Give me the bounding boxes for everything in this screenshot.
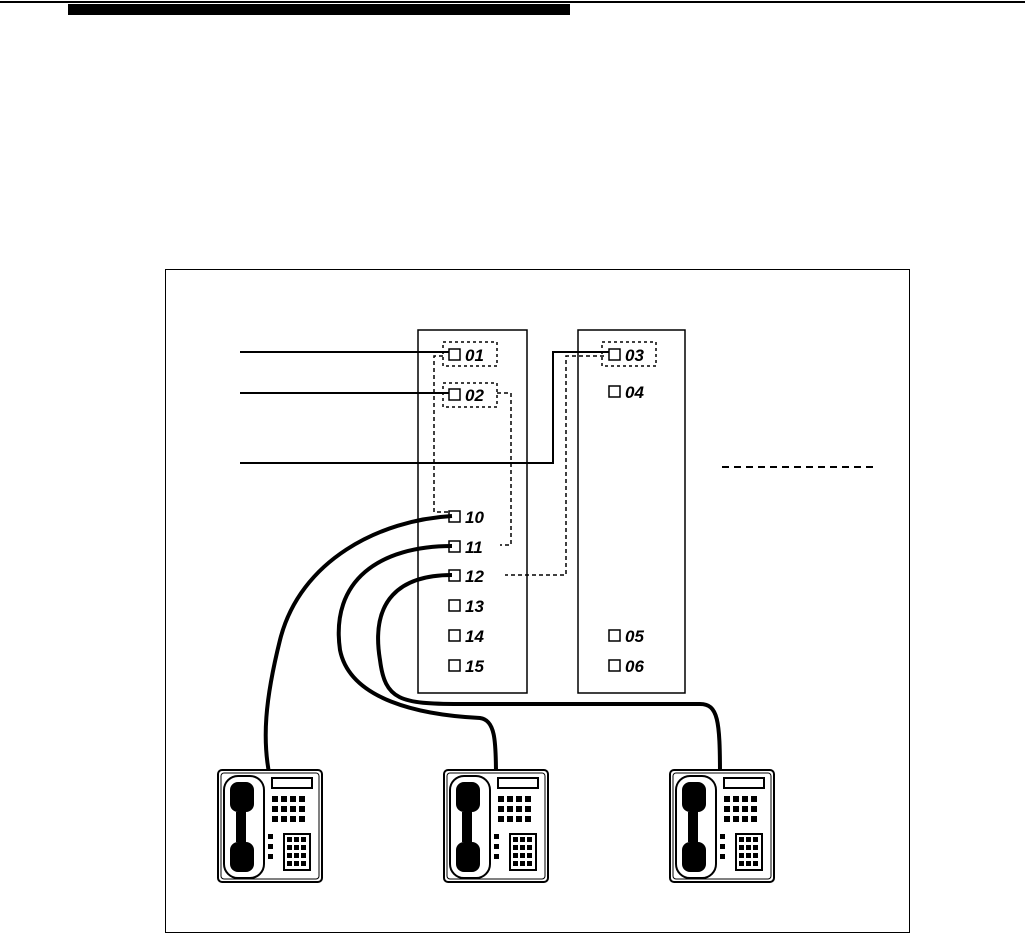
port-label-14: 14	[465, 627, 484, 646]
telephone-icon	[218, 770, 322, 882]
telephone-icon	[444, 770, 548, 882]
port-label-12: 12	[465, 567, 484, 586]
port-label-03: 03	[625, 346, 644, 365]
port-label-11: 11	[465, 538, 483, 557]
port-label-06: 06	[625, 657, 644, 676]
port-label-04: 04	[625, 383, 644, 402]
port-label-13: 13	[465, 597, 484, 616]
telephone-icon	[670, 770, 774, 882]
port-label-05: 05	[625, 627, 644, 646]
port-label-10: 10	[465, 508, 484, 527]
port-label-01: 01	[465, 346, 484, 365]
port-label-15: 15	[465, 657, 484, 676]
port-label-02: 02	[465, 386, 484, 405]
